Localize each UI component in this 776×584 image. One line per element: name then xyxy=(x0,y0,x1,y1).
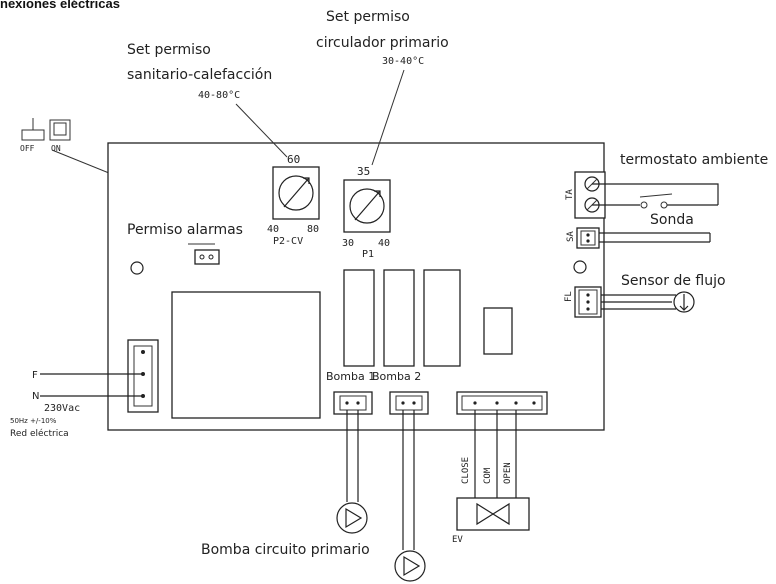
bomba1-label: Bomba 1 xyxy=(326,370,375,383)
power-switch: OFF ON xyxy=(20,118,71,153)
dial-p1-name: P1 xyxy=(362,249,374,260)
close-label: CLOSE xyxy=(461,457,471,484)
dial-p1: 35 30 40 P1 xyxy=(342,165,391,260)
ta-terminal: TA xyxy=(565,171,606,219)
label-n: N xyxy=(32,391,39,402)
flow-sensor-arrowhead xyxy=(679,305,689,311)
section-header: nexiones eléctricas xyxy=(0,0,120,11)
small-component xyxy=(483,307,513,355)
set-primario-line2: circulador primario xyxy=(316,35,449,51)
thermostat-contact-b xyxy=(660,201,668,209)
set-primario-line1: Set permiso xyxy=(326,9,410,25)
dial-p1-top: 35 xyxy=(357,165,370,178)
pump1-icon xyxy=(336,502,368,534)
sa-label: SA xyxy=(566,231,576,242)
thermostat-switch-blade xyxy=(639,193,673,198)
sanitario-leader xyxy=(235,103,288,158)
label-f: F xyxy=(32,370,38,381)
dial-p1-max: 40 xyxy=(378,238,390,249)
set-sanitario-range: 40-80°C xyxy=(198,90,240,101)
dial-p2-cv: 60 40 80 P2-CV xyxy=(267,153,320,247)
sa-terminal: SA xyxy=(566,227,600,249)
dial-p2-name: P2-CV xyxy=(273,236,303,247)
ta-wire-top xyxy=(592,183,719,205)
transformer-block xyxy=(171,291,321,419)
set-sanitario-line1: Set permiso xyxy=(127,42,211,58)
dial-p2-min: 40 xyxy=(267,224,279,235)
fl-terminal: FL xyxy=(564,286,602,318)
dial-p1-min: 30 xyxy=(342,238,354,249)
ta-label: TA xyxy=(565,189,575,200)
relay-3 xyxy=(423,269,461,367)
bomba-circuito-label: Bomba circuito primario xyxy=(201,542,370,558)
set-sanitario-line2: sanitario-calefacción xyxy=(127,67,272,83)
fl-label: FL xyxy=(564,291,574,302)
red-electrica-label: Red eléctrica xyxy=(10,428,69,439)
voltage-label: 230Vac xyxy=(44,403,80,414)
bomba2-connector xyxy=(389,391,429,415)
ev-valve-icon xyxy=(456,497,530,531)
bomba1-connector xyxy=(333,391,373,415)
sonda-label: Sonda xyxy=(650,212,694,228)
thermostat-contact-a xyxy=(640,201,648,209)
switch-off-label: OFF xyxy=(20,144,35,153)
flow-sensor-icon xyxy=(673,291,695,313)
dial-p2-top: 60 xyxy=(287,153,300,166)
relay-1 xyxy=(343,269,375,367)
ev-connector xyxy=(456,391,548,415)
power-connector xyxy=(127,339,159,413)
mount-hole-right xyxy=(573,260,587,274)
relay-2 xyxy=(383,269,415,367)
ev-label: EV xyxy=(452,535,463,545)
com-label: COM xyxy=(483,467,493,484)
set-primario-range: 30-40°C xyxy=(382,56,424,67)
bomba2-label: Bomba 2 xyxy=(372,370,421,383)
permiso-alarmas-label: Permiso alarmas xyxy=(127,222,243,238)
termostato-label: termostato ambiente xyxy=(620,152,768,168)
switch-on-label: ON xyxy=(51,144,61,153)
primario-leader xyxy=(371,69,405,166)
freq-label: 50Hz +/-10% xyxy=(10,417,57,425)
dial-p2-max: 80 xyxy=(307,224,319,235)
sensor-flujo-label: Sensor de flujo xyxy=(621,273,726,289)
open-label: OPEN xyxy=(503,462,513,484)
mount-hole-left xyxy=(130,261,144,275)
alarm-jumper xyxy=(194,249,220,265)
pump2-icon xyxy=(394,550,426,582)
